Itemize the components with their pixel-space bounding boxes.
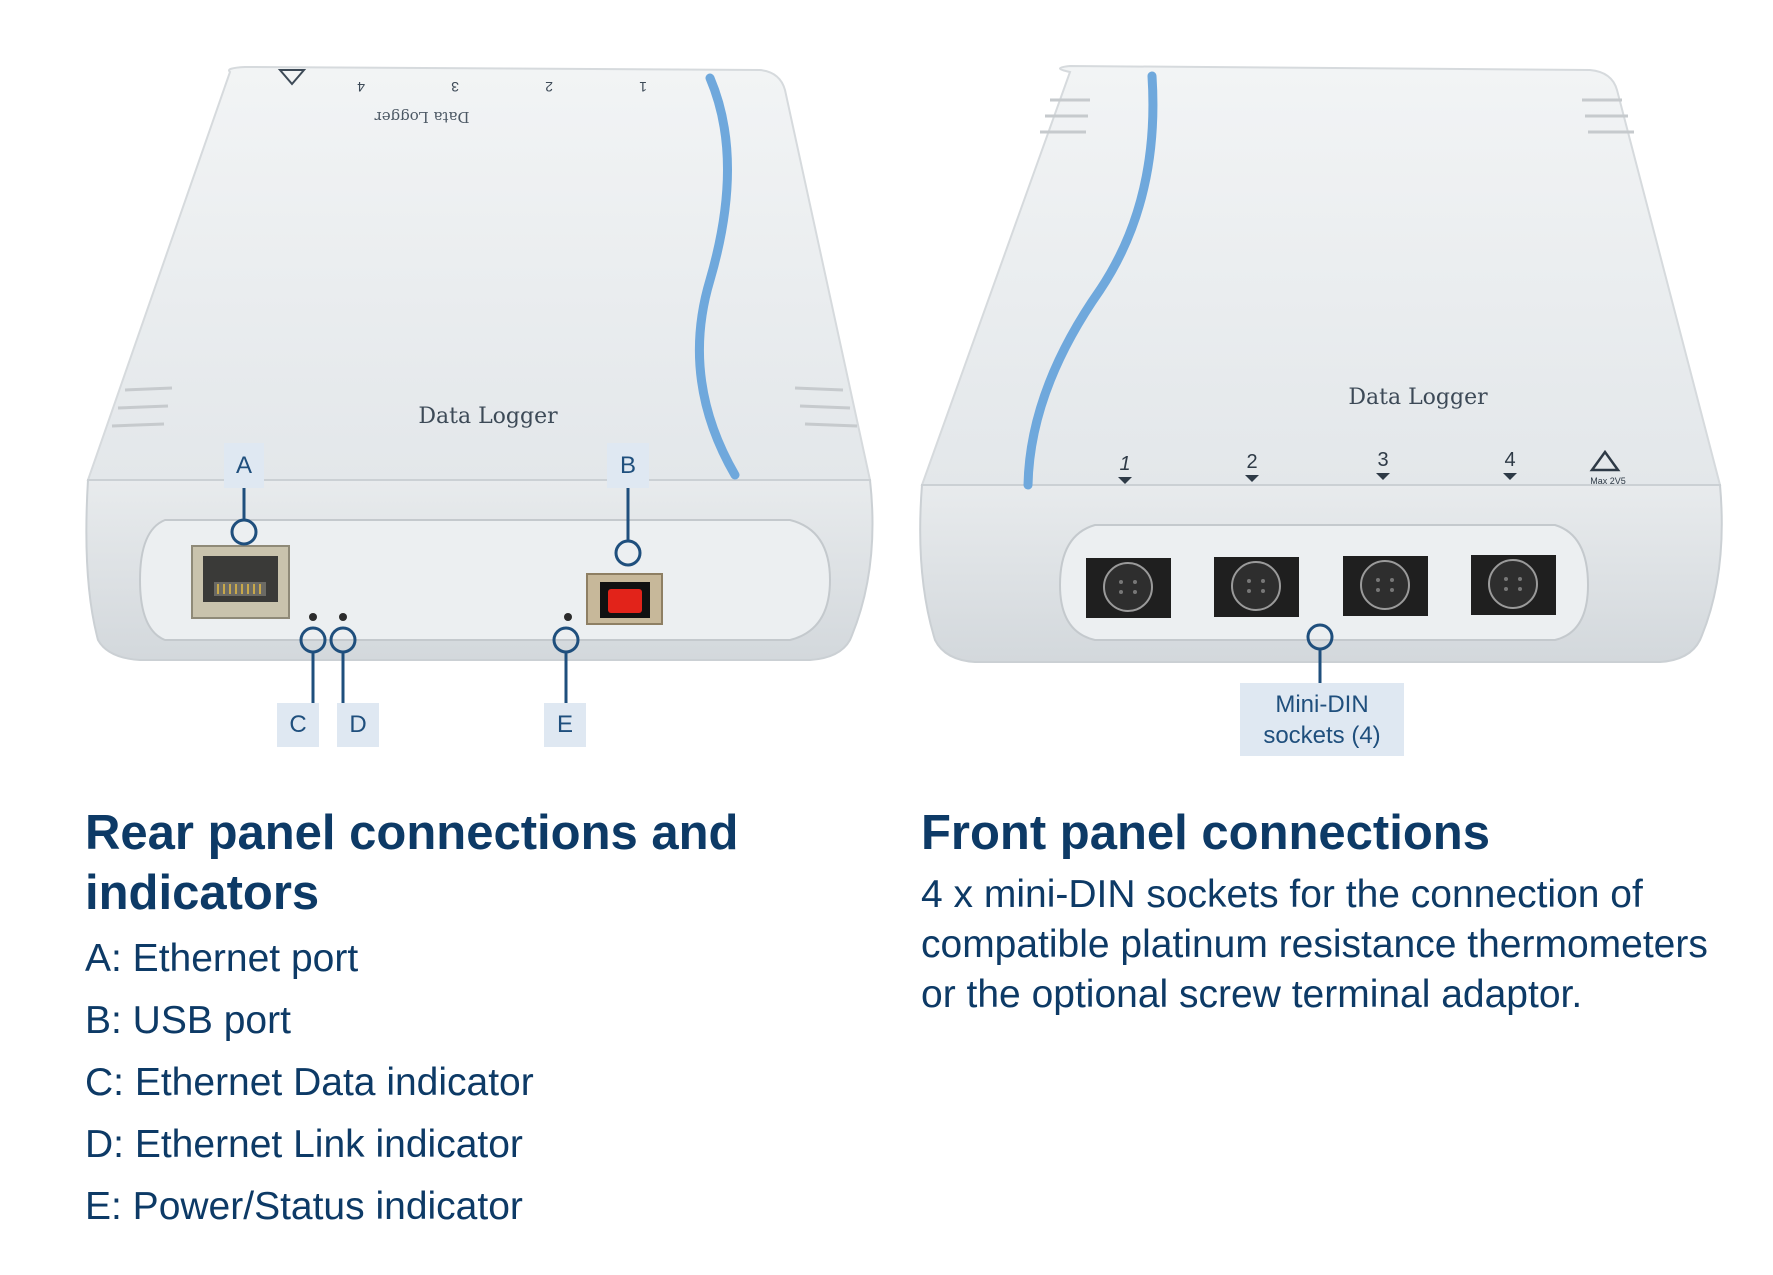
list-item: C: Ethernet Data indicator xyxy=(85,1061,534,1104)
channel-number-2: 2 xyxy=(1246,451,1257,473)
rear-brand-label: Data Logger xyxy=(418,404,558,429)
rear-section-title-line2: indicators xyxy=(85,866,320,920)
mini-din-sockets xyxy=(1086,555,1556,618)
accent-stripe xyxy=(1023,71,1158,490)
front-device-body-top xyxy=(920,64,1722,486)
ethernet-port xyxy=(191,545,290,619)
device-illustrations: Data Logger Data Logger 1 2 3 4 xyxy=(85,64,1723,706)
voltage-warning-text: Max 2V5 xyxy=(1590,476,1626,486)
vent-slots-left xyxy=(111,386,173,428)
channel-arrow-icon xyxy=(1376,473,1390,480)
callout-label-e: E xyxy=(544,703,586,747)
mini-din-socket-4 xyxy=(1471,555,1556,615)
rear-brand-label-mirrored: Data Logger xyxy=(374,108,470,126)
callout-label-minidin: Mini-DIN sockets (4) xyxy=(1240,683,1404,756)
usb-port xyxy=(586,573,663,625)
callout-label-d: D xyxy=(337,703,379,747)
accent-stripe xyxy=(694,73,740,480)
front-section-description: 4 x mini-DIN sockets for the connection … xyxy=(921,873,1708,1016)
rear-top-mark-1: 1 xyxy=(639,79,647,95)
vent-slots-right xyxy=(794,386,858,428)
front-panel-inset xyxy=(1058,524,1590,641)
ethernet-data-led xyxy=(309,613,317,621)
callout-minidin-line1: Mini-DIN xyxy=(1275,690,1369,718)
callout-label-a: A xyxy=(224,443,264,488)
channel-arrow-icon xyxy=(1118,477,1132,484)
callout-minidin-line2: sockets (4) xyxy=(1263,721,1381,749)
power-status-led xyxy=(564,613,572,621)
rear-top-mark-2: 2 xyxy=(545,79,553,95)
channel-arrow-icon xyxy=(1503,473,1517,480)
callout-a-marker xyxy=(230,518,258,546)
channel-markers: 1 2 3 4 Max 2V5 xyxy=(1118,449,1626,486)
rear-top-mark-4: 4 xyxy=(357,79,365,95)
channel-number-1: 1 xyxy=(1119,453,1130,475)
rear-device-body-top xyxy=(86,65,872,481)
ethernet-link-led xyxy=(339,613,347,621)
front-brand-label: Data Logger xyxy=(1348,385,1488,410)
mini-din-socket-3 xyxy=(1343,556,1428,616)
rear-section-title-line1: Rear panel connections and xyxy=(85,806,739,860)
callout-label-b: B xyxy=(607,443,649,488)
channel-number-4: 4 xyxy=(1504,449,1515,471)
channel-arrow-icon xyxy=(1245,475,1259,482)
front-section-title: Front panel connections xyxy=(921,806,1490,860)
warning-triangle-icon xyxy=(1589,449,1621,472)
list-item: B: USB port xyxy=(85,999,291,1042)
channel-number-3: 3 xyxy=(1377,449,1388,471)
mini-din-socket-1 xyxy=(1086,558,1171,618)
callout-b-marker xyxy=(614,539,642,567)
list-item: E: Power/Status indicator xyxy=(85,1185,523,1228)
list-item: D: Ethernet Link indicator xyxy=(85,1123,523,1166)
rear-top-mark-3: 3 xyxy=(451,79,459,95)
rear-connection-list: A: Ethernet port B: USB port C: Ethernet… xyxy=(85,928,534,1238)
rear-section-title: Rear panel connections and indicators xyxy=(85,803,739,923)
vent-slots-right xyxy=(1582,98,1634,134)
rear-device: Data Logger Data Logger 1 2 3 4 xyxy=(85,65,874,706)
callout-label-c: C xyxy=(277,703,319,747)
front-device: Data Logger 1 2 3 4 Max 2V5 xyxy=(919,64,1723,683)
vent-slots-left xyxy=(1040,98,1090,134)
warning-triangle-icon xyxy=(277,69,307,86)
list-item: A: Ethernet port xyxy=(85,937,359,980)
mini-din-socket-2 xyxy=(1214,557,1299,617)
